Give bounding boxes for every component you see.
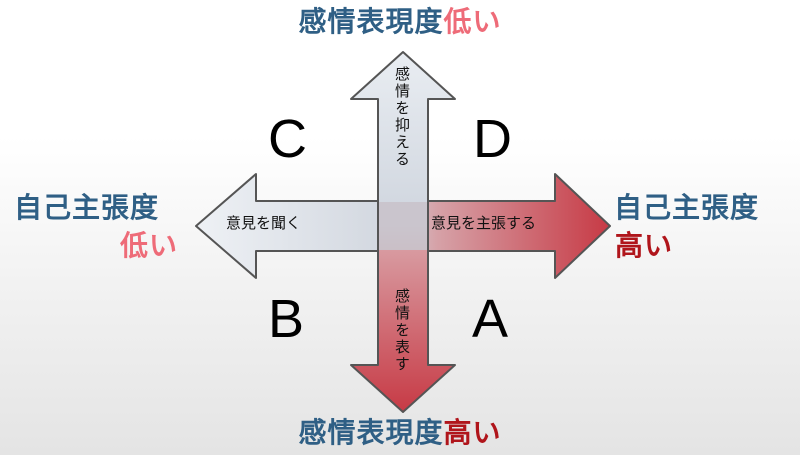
right-axis-level: 高い xyxy=(615,229,674,262)
top-axis-label: 感情表現度低い xyxy=(0,8,800,36)
arrow-center xyxy=(379,202,427,250)
left-axis-main: 自己主張度 xyxy=(14,191,160,224)
quadrant-d: D xyxy=(473,109,512,169)
quadrant-a: A xyxy=(472,289,509,349)
right-arrow-text: 意見を主張する xyxy=(431,214,537,232)
right-axis-main: 自己主張度 xyxy=(614,191,760,224)
bottom-axis-level: 高い xyxy=(443,416,502,449)
quadrant-b: B xyxy=(268,289,305,349)
bottom-axis-main: 感情表現度 xyxy=(298,416,444,449)
left-arrow-text: 意見を聞く xyxy=(226,214,302,232)
down-arrow-text: 感情を表す xyxy=(393,288,411,373)
bottom-axis-label: 感情表現度高い xyxy=(0,419,800,447)
up-arrow-text: 感情を抑える xyxy=(393,66,411,168)
left-axis-level: 低い xyxy=(120,229,179,262)
quadrant-c: C xyxy=(268,109,307,169)
top-axis-main: 感情表現度 xyxy=(298,5,444,38)
top-axis-level: 低い xyxy=(443,5,502,38)
